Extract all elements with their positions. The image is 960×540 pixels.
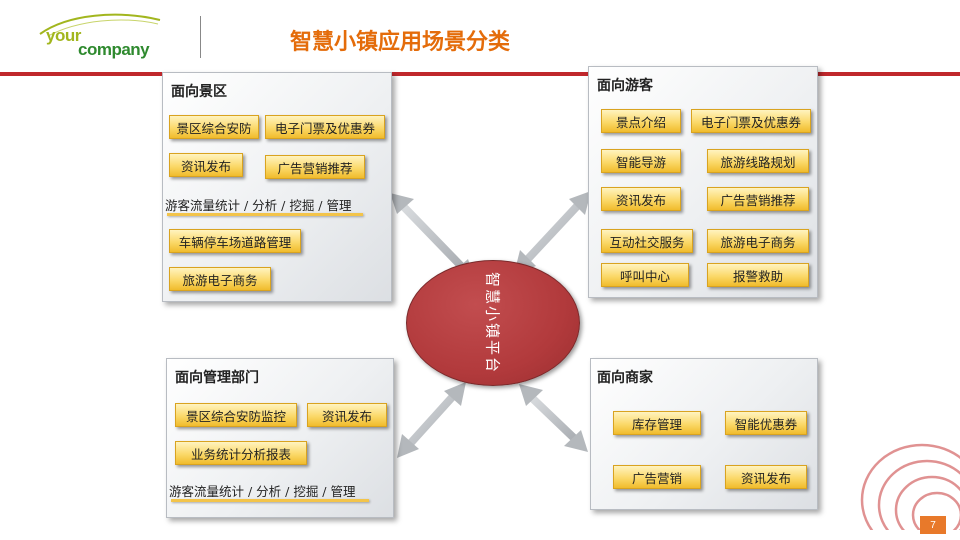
chip-scenic-traffic-bar <box>167 213 363 216</box>
chip-admin-news[interactable]: 资讯发布 <box>307 403 387 427</box>
chip-admin-traffic-bar <box>171 499 369 502</box>
chip-admin-monitor[interactable]: 景区综合安防监控 <box>175 403 297 427</box>
chip-scenic-ad[interactable]: 广告营销推荐 <box>265 155 365 179</box>
logo-swoosh-icon <box>39 13 161 37</box>
page-title: 智慧小镇应用场景分类 <box>290 30 511 55</box>
chip-tourist-alarm[interactable]: 报警救助 <box>707 263 809 287</box>
panel-title-merchant: 面向商家 <box>597 370 653 386</box>
chip-scenic-news[interactable]: 资讯发布 <box>169 153 243 177</box>
chip-scenic-ecommerce[interactable]: 旅游电子商务 <box>169 267 271 291</box>
panel-title-scenic: 面向景区 <box>171 84 227 100</box>
chip-admin-report[interactable]: 业务统计分析报表 <box>175 441 307 465</box>
chip-tourist-guide[interactable]: 智能导游 <box>601 149 681 173</box>
chip-merchant-coupon[interactable]: 智能优惠券 <box>725 411 807 435</box>
chip-tourist-ecommerce[interactable]: 旅游电子商务 <box>707 229 809 253</box>
chip-merchant-ad[interactable]: 广告营销 <box>613 465 701 489</box>
arrow-to-merchant <box>519 384 588 452</box>
chip-admin-traffic[interactable]: 游客流量统计 / 分析 / 挖掘 / 管理 <box>169 484 356 499</box>
page-number: 7 <box>920 516 946 534</box>
panel-title-admin: 面向管理部门 <box>175 370 259 386</box>
header-rule <box>0 72 960 76</box>
chip-scenic-eticket[interactable]: 电子门票及优惠券 <box>265 115 385 139</box>
arrow-to-tourist <box>514 191 591 274</box>
chip-tourist-attractions[interactable]: 景点介绍 <box>601 109 681 133</box>
chip-merchant-news[interactable]: 资讯发布 <box>725 465 807 489</box>
panel-merchant: 面向商家 库存管理 智能优惠券 广告营销 资讯发布 <box>590 358 818 510</box>
panel-title-tourist: 面向游客 <box>597 78 653 94</box>
chip-tourist-callcenter[interactable]: 呼叫中心 <box>601 263 689 287</box>
panel-tourist: 面向游客 景点介绍 电子门票及优惠券 智能导游 旅游线路规划 资讯发布 广告营销… <box>588 66 818 298</box>
chip-tourist-eticket[interactable]: 电子门票及优惠券 <box>691 109 811 133</box>
chip-tourist-news[interactable]: 资讯发布 <box>601 187 681 211</box>
chip-tourist-ad[interactable]: 广告营销推荐 <box>707 187 809 211</box>
chip-scenic-traffic[interactable]: 游客流量统计 / 分析 / 挖掘 / 管理 <box>165 198 352 213</box>
decorative-rings-icon <box>860 443 960 530</box>
chip-merchant-inventory[interactable]: 库存管理 <box>613 411 701 435</box>
arrow-to-admin <box>397 382 466 458</box>
chip-tourist-social[interactable]: 互动社交服务 <box>601 229 693 253</box>
platform-hub[interactable]: 智慧小镇平台 <box>406 260 580 386</box>
platform-hub-label: 智慧小镇平台 <box>483 271 502 375</box>
chip-scenic-parking[interactable]: 车辆停车场道路管理 <box>169 229 301 253</box>
header-divider <box>200 16 201 58</box>
logo-text-your: your <box>46 26 81 45</box>
company-logo: your company <box>38 12 163 62</box>
panel-scenic: 面向景区 景区综合安防 电子门票及优惠券 资讯发布 广告营销推荐 游客流量统计 … <box>162 72 392 302</box>
chip-scenic-security[interactable]: 景区综合安防 <box>169 115 259 139</box>
logo-text-company: company <box>78 40 150 59</box>
panel-admin: 面向管理部门 景区综合安防监控 资讯发布 业务统计分析报表 游客流量统计 / 分… <box>166 358 394 518</box>
chip-tourist-route[interactable]: 旅游线路规划 <box>707 149 809 173</box>
